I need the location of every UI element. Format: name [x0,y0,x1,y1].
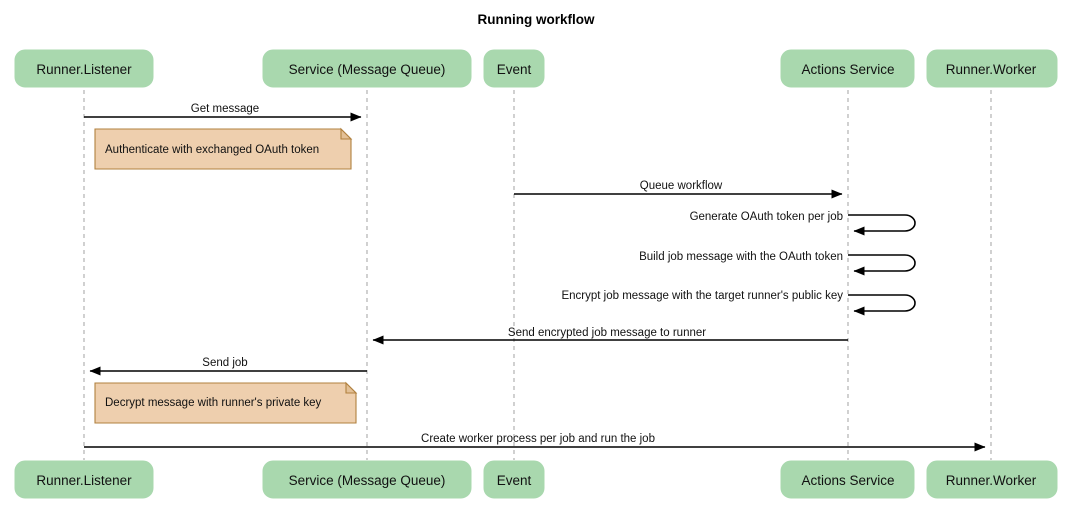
participant-box[interactable] [262,49,472,88]
participant-service-message-queue-top[interactable]: Service (Message Queue) [262,49,472,88]
message-queue-workflow[interactable]: Queue workflow [514,180,843,199]
participant-box[interactable] [14,460,154,499]
message-self-loop [848,294,916,316]
participant-label: Actions Service [801,473,894,488]
participant-label: Event [497,62,532,77]
participant-box[interactable] [483,460,545,499]
note-fold-corner [345,381,358,394]
participant-label: Runner.Worker [946,473,1037,488]
message-encrypt-job-message[interactable]: Encrypt job message with the target runn… [561,290,916,316]
participant-event-bottom[interactable]: Event [483,460,545,499]
participant-runner-worker-top[interactable]: Runner.Worker [926,49,1058,88]
participant-label: Actions Service [801,62,894,77]
messages-group: Get message Queue workflow Generate OAut… [84,103,986,452]
participant-runner-listener-bottom[interactable]: Runner.Listener [14,460,154,499]
message-label: Build job message with the OAuth token [639,251,843,263]
message-label: Send encrypted job message to runner [508,327,706,339]
note-label: Authenticate with exchanged OAuth token [105,144,319,156]
message-label: Queue workflow [640,180,723,192]
note-label: Decrypt message with runner's private ke… [105,397,322,409]
participants-bottom: Runner.Listener Service (Message Queue) … [14,460,1058,499]
participant-label: Runner.Worker [946,62,1037,77]
participant-box[interactable] [483,49,545,88]
participant-label: Service (Message Queue) [289,473,446,488]
note-body [94,128,352,170]
participant-box[interactable] [262,460,472,499]
note-decrypt[interactable]: Decrypt message with runner's private ke… [94,381,358,424]
participant-box[interactable] [780,49,915,88]
participant-runner-listener-top[interactable]: Runner.Listener [14,49,154,88]
lifelines-group [83,90,992,460]
message-label: Generate OAuth token per job [690,211,843,223]
participant-box[interactable] [926,49,1058,88]
message-self-loop [848,214,916,236]
message-label: Create worker process per job and run th… [421,433,655,445]
note-fold-corner [340,127,353,140]
participant-label: Service (Message Queue) [289,62,446,77]
participant-box[interactable] [14,49,154,88]
message-create-worker-process[interactable]: Create worker process per job and run th… [84,433,986,452]
participant-box[interactable] [926,460,1058,499]
notes-group: Authenticate with exchanged OAuth token … [94,127,358,424]
message-send-encrypted-job-message[interactable]: Send encrypted job message to runner [372,327,848,345]
participant-label: Event [497,473,532,488]
participant-service-message-queue-bottom[interactable]: Service (Message Queue) [262,460,472,499]
page-title: Running workflow [478,12,595,27]
participant-box[interactable] [780,460,915,499]
note-authenticate[interactable]: Authenticate with exchanged OAuth token [94,127,353,170]
participant-runner-worker-bottom[interactable]: Runner.Worker [926,460,1058,499]
message-label: Send job [202,357,247,369]
message-build-job-message[interactable]: Build job message with the OAuth token [639,251,916,276]
participant-label: Runner.Listener [36,62,132,77]
message-self-loop [848,254,916,276]
participant-actions-service-top[interactable]: Actions Service [780,49,915,88]
participant-label: Runner.Listener [36,473,132,488]
note-body [94,382,357,424]
message-label: Encrypt job message with the target runn… [561,290,843,302]
message-label: Get message [191,103,259,115]
participant-actions-service-bottom[interactable]: Actions Service [780,460,915,499]
message-generate-oauth-token[interactable]: Generate OAuth token per job [690,211,916,236]
participants-top: Runner.Listener Service (Message Queue) … [14,49,1058,88]
participant-event-top[interactable]: Event [483,49,545,88]
message-get-message[interactable]: Get message [84,103,362,122]
message-send-job[interactable]: Send job [89,357,367,376]
